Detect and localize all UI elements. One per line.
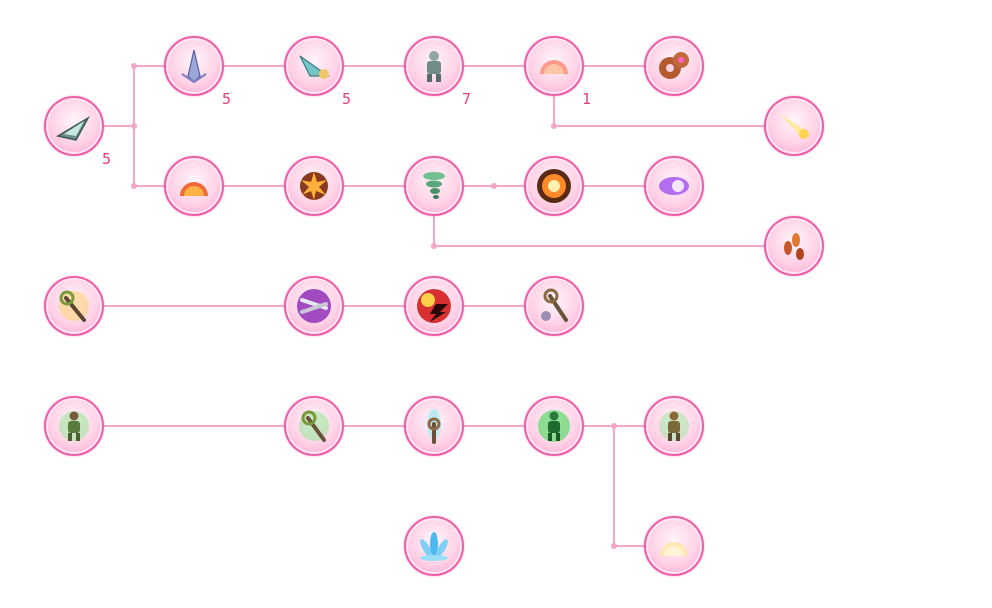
connector bbox=[554, 125, 794, 127]
golden-dome-icon bbox=[660, 542, 688, 556]
skill-node-dome-shield[interactable] bbox=[524, 36, 584, 96]
crystal-spike-icon bbox=[181, 49, 207, 84]
fire-dome-icon bbox=[180, 182, 208, 196]
skill-node-spear-tip[interactable] bbox=[284, 36, 344, 96]
joint-dot bbox=[131, 63, 137, 69]
purple-orb-icon bbox=[659, 177, 689, 195]
skill-node-light-beam[interactable] bbox=[764, 96, 824, 156]
skill-node-lightning-sun[interactable] bbox=[404, 276, 464, 336]
skill-node-bronze-figure[interactable] bbox=[644, 396, 704, 456]
skill-node-staff-gear[interactable] bbox=[524, 276, 584, 336]
skill-node-ember-drops[interactable] bbox=[764, 216, 824, 276]
skill-node-golden-dome[interactable] bbox=[644, 516, 704, 576]
skill-node-explosion[interactable] bbox=[284, 156, 344, 216]
skill-node-staff-crystal[interactable] bbox=[404, 396, 464, 456]
skill-node-crystal-spike[interactable] bbox=[164, 36, 224, 96]
dome-shield-icon bbox=[540, 60, 568, 74]
connector bbox=[553, 66, 555, 126]
joint-dot bbox=[131, 123, 137, 129]
staff-leaf-icon bbox=[299, 410, 329, 442]
staff-burst-icon bbox=[59, 290, 89, 322]
green-figure-icon bbox=[59, 411, 89, 441]
lightning-sun-icon bbox=[417, 289, 451, 323]
skill-level: 7 bbox=[462, 90, 472, 108]
connector bbox=[74, 425, 614, 427]
skill-node-arrowhead[interactable] bbox=[44, 96, 104, 156]
staff-crystal-icon bbox=[427, 409, 441, 444]
skill-node-purple-orb[interactable] bbox=[644, 156, 704, 216]
ember-drops-icon bbox=[784, 233, 804, 260]
green-aura-figure-icon bbox=[538, 410, 570, 442]
skill-node-armored-figure[interactable] bbox=[404, 36, 464, 96]
connector bbox=[434, 245, 794, 247]
skill-node-tornado[interactable] bbox=[404, 156, 464, 216]
connector bbox=[104, 125, 134, 127]
joint-dot bbox=[131, 183, 137, 189]
bronze-figure-icon bbox=[659, 411, 689, 441]
skill-level: 5 bbox=[342, 90, 352, 108]
staff-gear-icon bbox=[541, 288, 568, 322]
connector bbox=[613, 426, 615, 546]
skill-level: 1 bbox=[582, 90, 592, 108]
twin-daggers-icon bbox=[297, 289, 331, 323]
joint-dot bbox=[431, 243, 437, 249]
arrowhead-icon bbox=[56, 115, 90, 141]
skill-level: 5 bbox=[222, 90, 232, 108]
connector bbox=[433, 186, 435, 246]
armored-figure-icon bbox=[427, 51, 441, 82]
skill-node-fire-dome[interactable] bbox=[164, 156, 224, 216]
light-beam-icon bbox=[780, 114, 809, 139]
joint-dot bbox=[551, 123, 557, 129]
spear-tip-icon bbox=[299, 55, 331, 79]
blast-ring-icon bbox=[537, 169, 571, 203]
skill-node-twin-daggers[interactable] bbox=[284, 276, 344, 336]
skill-node-green-aura-figure[interactable] bbox=[524, 396, 584, 456]
skill-node-lotus[interactable] bbox=[404, 516, 464, 576]
skill-node-staff-burst[interactable] bbox=[44, 276, 104, 336]
joint-dot bbox=[491, 183, 497, 189]
joint-dot bbox=[611, 543, 617, 549]
explosion-icon bbox=[300, 172, 328, 200]
skill-node-staff-leaf[interactable] bbox=[284, 396, 344, 456]
donut-icon bbox=[659, 52, 689, 79]
skill-level: 5 bbox=[102, 150, 112, 168]
tornado-icon bbox=[423, 172, 445, 199]
skill-node-donut[interactable] bbox=[644, 36, 704, 96]
skill-node-green-figure[interactable] bbox=[44, 396, 104, 456]
joint-dot bbox=[611, 423, 617, 429]
skill-node-blast-ring[interactable] bbox=[524, 156, 584, 216]
lotus-icon bbox=[420, 532, 448, 561]
